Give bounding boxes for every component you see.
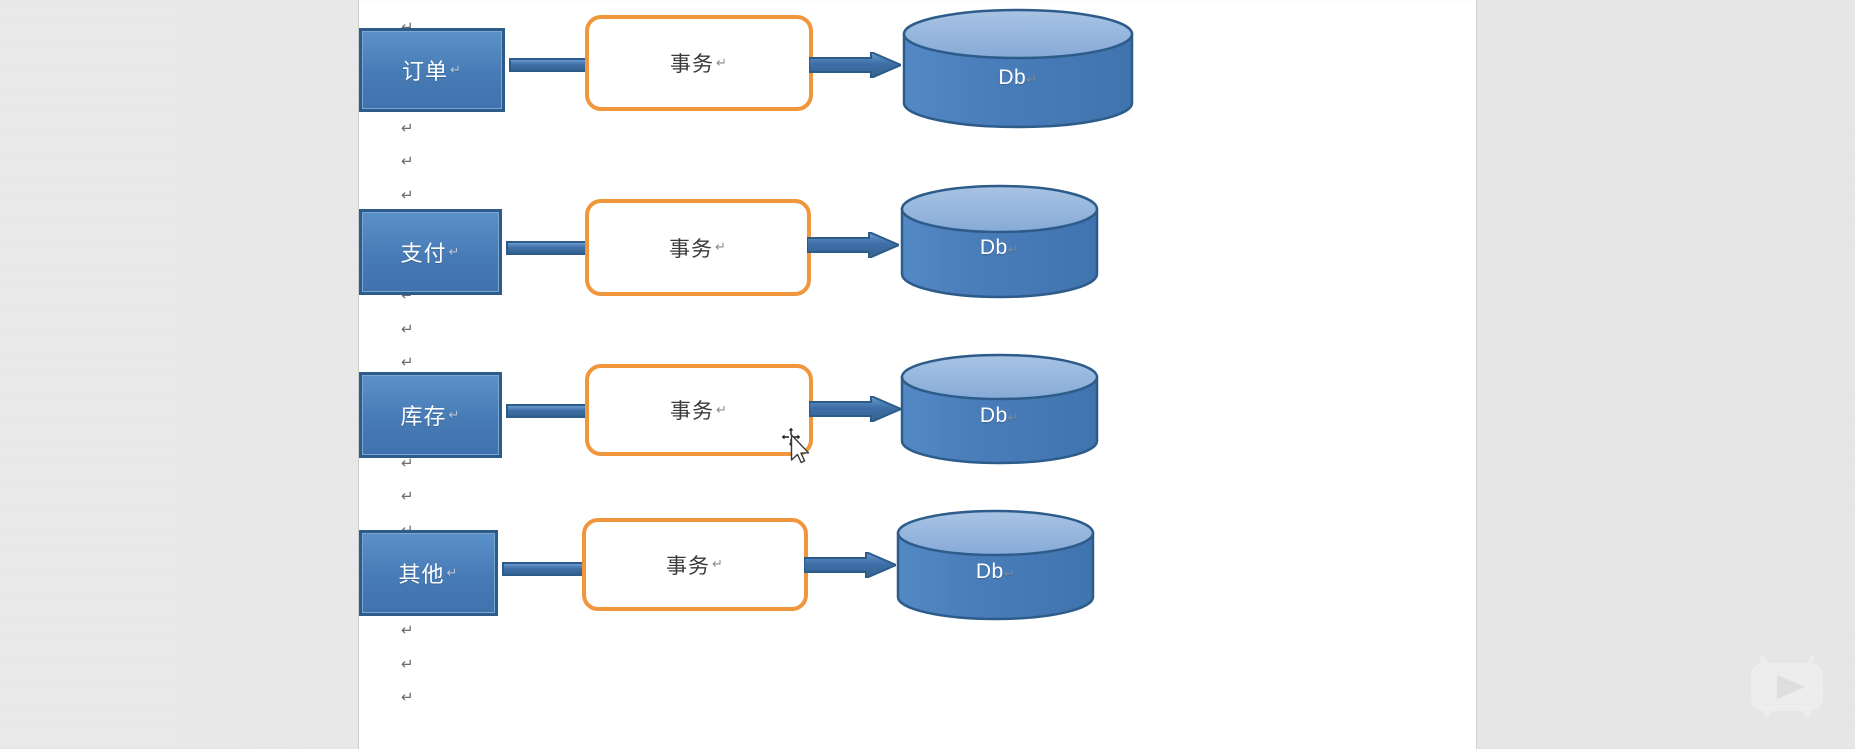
cylinder-icon — [902, 8, 1134, 129]
transaction-box-order[interactable]: 事务 ↵ — [585, 15, 813, 111]
cylinder-icon — [896, 509, 1095, 621]
flow-row-order: 订单 ↵ 事务 ↵ — [359, 8, 1476, 158]
paragraph-mark: ↵ — [716, 402, 728, 418]
transaction-box-label: 事务 — [670, 399, 715, 423]
transaction-box-other[interactable]: 事务 ↵ — [582, 518, 808, 611]
source-box-label: 订单 — [402, 60, 449, 85]
database-cylinder-order[interactable]: Db↵ — [902, 8, 1134, 129]
database-cylinder-other[interactable]: Db↵ — [896, 509, 1095, 621]
arrow-icon — [807, 232, 899, 258]
arrow-inventory[interactable] — [809, 396, 901, 422]
paragraph-mark: ↵ — [446, 565, 459, 581]
source-box-other[interactable]: 其他 ↵ — [359, 530, 498, 616]
transaction-box-label: 事务 — [669, 236, 714, 261]
connector-bar-payment[interactable] — [506, 241, 589, 255]
source-box-payment[interactable]: 支付 ↵ — [359, 209, 502, 295]
arrow-icon — [809, 396, 901, 422]
source-box-label: 其他 — [398, 563, 445, 588]
database-cylinder-payment[interactable]: Db↵ — [900, 184, 1099, 299]
transaction-box-payment[interactable]: 事务 ↵ — [585, 199, 811, 296]
cylinder-icon — [900, 353, 1099, 465]
arrow-payment[interactable] — [807, 232, 899, 258]
transaction-box-inventory[interactable]: 事务 ↵ — [585, 364, 813, 456]
paragraph-mark: ↵ — [450, 62, 462, 78]
arrow-icon — [804, 552, 896, 578]
arrow-icon — [809, 52, 901, 78]
flow-row-payment: 支付 ↵ 事务 ↵ Db↵ — [359, 184, 1476, 339]
paragraph-mark: ↵ — [716, 55, 728, 71]
connector-bar-other[interactable] — [502, 562, 585, 576]
bilibili-tv-logo-icon — [1739, 639, 1835, 735]
flow-row-inventory: 库存 ↵ 事务 ↵ Db↵ — [359, 353, 1476, 503]
database-cylinder-inventory[interactable]: Db↵ — [900, 353, 1099, 465]
source-box-label: 库存 — [400, 405, 447, 430]
arrow-order[interactable] — [809, 52, 901, 78]
paragraph-mark — [401, 688, 423, 706]
page-top-edge — [359, 0, 1476, 2]
document-page[interactable]: 订单 ↵ 事务 ↵ — [358, 0, 1477, 749]
paragraph-mark: ↵ — [448, 244, 461, 260]
paragraph-mark: ↵ — [448, 407, 461, 423]
source-box-order[interactable]: 订单 ↵ — [359, 28, 505, 112]
paragraph-mark: ↵ — [715, 240, 727, 255]
transaction-box-label: 事务 — [666, 553, 711, 578]
connector-bar-order[interactable] — [509, 58, 594, 72]
connector-bar-inventory[interactable] — [506, 404, 589, 418]
flow-row-other: 其他 ↵ 事务 ↵ Db↵ — [359, 509, 1476, 660]
transaction-box-label: 事务 — [670, 52, 715, 76]
source-box-label: 支付 — [400, 242, 447, 267]
arrow-other[interactable] — [804, 552, 896, 578]
cylinder-icon — [900, 184, 1099, 299]
paragraph-mark: ↵ — [712, 557, 724, 572]
source-box-inventory[interactable]: 库存 ↵ — [359, 372, 502, 458]
